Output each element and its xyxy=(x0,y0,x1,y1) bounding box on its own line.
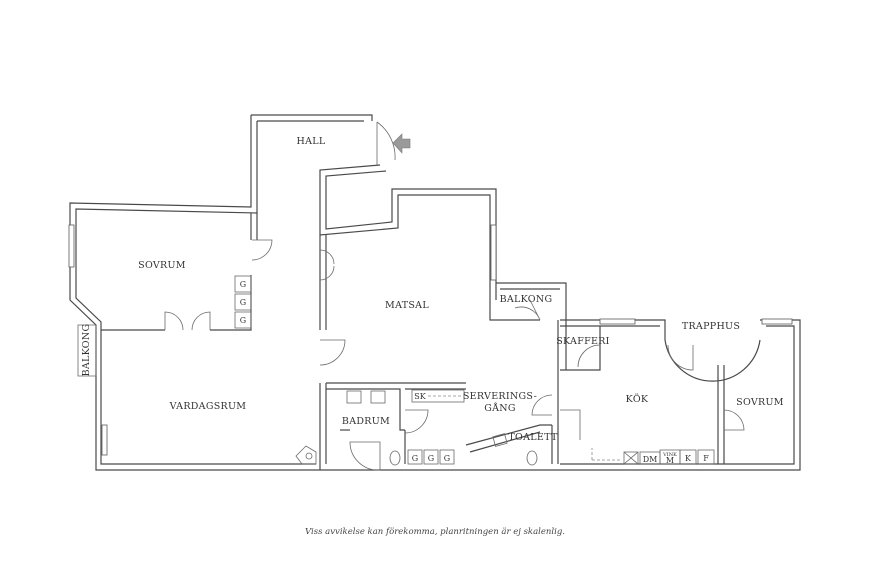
room-label-balkong-top: BALKONG xyxy=(500,294,553,305)
wardrobe-label: G xyxy=(428,454,434,463)
windows xyxy=(490,224,793,325)
badrum-fixtures: SK G G G xyxy=(346,389,465,471)
dishwasher-label: DM xyxy=(643,455,658,464)
wardrobe-label: G xyxy=(240,316,246,325)
door-swing-icon xyxy=(319,249,335,281)
shower-icon xyxy=(349,441,381,471)
door-swing-icon xyxy=(667,344,694,371)
window-icon xyxy=(101,424,108,456)
room-label-vardagsrum: VARDAGSRUM xyxy=(169,401,247,412)
balkong-left xyxy=(68,224,108,456)
room-label-balkong-left: BALKONG xyxy=(81,324,92,377)
toilet-icon xyxy=(389,450,401,466)
door-swing-icon xyxy=(376,121,396,165)
storage-cabinet-label: SK xyxy=(414,392,426,401)
door-swing-icon xyxy=(531,394,553,416)
door-swing-icon xyxy=(164,311,211,331)
room-label-sovrum-left: SOVRUM xyxy=(138,260,186,271)
kitchen-appliances: DM VINK M K F xyxy=(591,448,715,465)
freezer-label: F xyxy=(703,454,709,463)
room-label-hall: HALL xyxy=(297,136,326,147)
stove-icon xyxy=(305,452,313,460)
door-swing-icon xyxy=(251,239,273,261)
interior-walls xyxy=(101,213,725,470)
door-swing-icon xyxy=(514,299,541,321)
toilet-icon xyxy=(526,450,538,466)
wardrobe-label: G xyxy=(240,280,246,289)
sink-icon xyxy=(346,390,362,404)
room-label-toalett: TOALETT xyxy=(508,432,558,443)
door-swing-icon xyxy=(319,339,346,366)
room-label-trapphus: TRAPPHUS xyxy=(682,321,740,332)
room-label-skafferi: SKAFFERI xyxy=(556,336,610,347)
wardrobe-column-left: G G G xyxy=(234,275,252,329)
window-icon xyxy=(599,318,636,325)
door-swing-icon xyxy=(723,409,745,431)
sink-icon xyxy=(492,433,508,447)
door-swing-icon xyxy=(404,409,429,434)
vinkyl-label-top: VINK xyxy=(662,452,677,458)
stove-corner xyxy=(295,445,317,465)
wardrobe-label: G xyxy=(240,298,246,307)
doors xyxy=(164,121,745,434)
room-label-sovrum-right: SOVRUM xyxy=(736,397,784,408)
entrance-arrow-icon xyxy=(392,133,411,154)
window-icon xyxy=(490,224,497,281)
vinkyl-label-bottom: M xyxy=(666,456,674,465)
wardrobe-label: G xyxy=(412,454,418,463)
room-label-serveringsgang-1: SERVERINGS- xyxy=(463,391,537,402)
door-swing-icon xyxy=(577,344,601,368)
wardrobe-label: G xyxy=(444,454,450,463)
disclaimer-caption: Viss avvikelse kan förekomma, planritnin… xyxy=(305,527,565,537)
sink-icon xyxy=(370,390,386,404)
window-icon xyxy=(68,224,75,268)
room-label-badrum: BADRUM xyxy=(342,416,390,427)
outer-walls xyxy=(69,114,801,471)
toalett-fixtures xyxy=(492,433,538,466)
window-icon xyxy=(761,318,793,325)
fridge-label: K xyxy=(685,454,692,463)
room-labels: HALL SOVRUM MATSAL BALKONG BALKONG VARDA… xyxy=(81,136,784,443)
room-label-kok: KÖK xyxy=(626,393,649,405)
room-label-serveringsgang-2: GÅNG xyxy=(484,402,516,414)
room-label-matsal: MATSAL xyxy=(385,300,429,311)
